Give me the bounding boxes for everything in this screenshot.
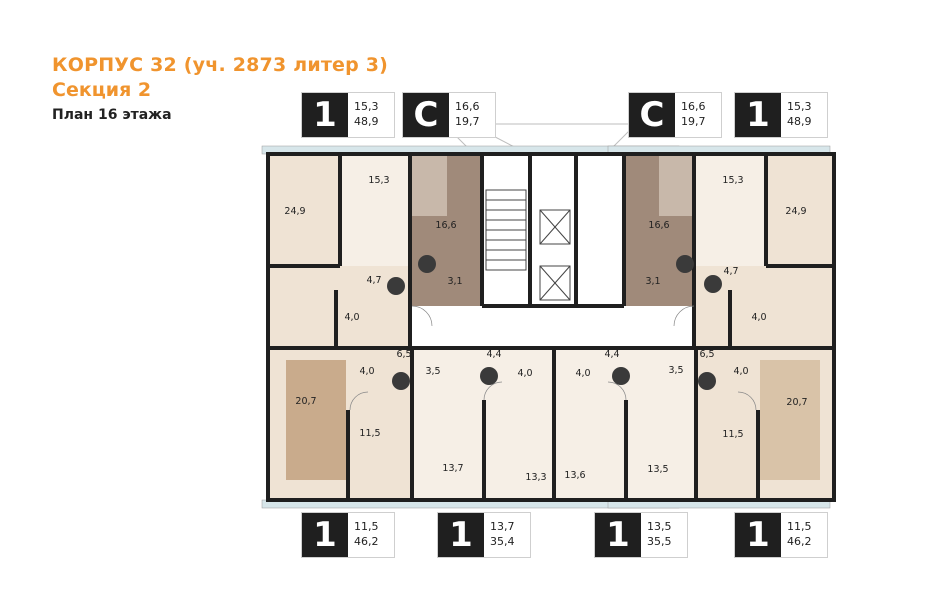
living-area: 13,7 xyxy=(490,520,515,533)
room-area: 11,5 xyxy=(359,428,380,439)
room-area: 11,5 xyxy=(722,429,743,440)
badge-values: 13,7 35,4 xyxy=(484,513,530,557)
living-area: 16,6 xyxy=(681,100,706,113)
room-area: 4,0 xyxy=(733,366,748,377)
living-area: 16,6 xyxy=(455,100,480,113)
badge-values: 11,5 46,2 xyxy=(781,513,827,557)
badge-values: 15,3 48,9 xyxy=(348,93,394,137)
room-area: 16,6 xyxy=(435,220,456,231)
apartment-badge-top-3[interactable]: С 16,6 19,7 xyxy=(628,92,722,138)
apartment-type: 1 xyxy=(302,513,348,557)
room-area: 24,9 xyxy=(284,206,305,217)
room-area: 3,1 xyxy=(645,276,660,287)
room-area: 3,5 xyxy=(425,366,440,377)
apartment-badge-bottom-4[interactable]: 1 11,5 46,2 xyxy=(734,512,828,558)
room-area: 16,6 xyxy=(648,220,669,231)
room-area: 4,0 xyxy=(751,312,766,323)
living-area: 11,5 xyxy=(787,520,812,533)
badge-values: 13,5 35,5 xyxy=(641,513,687,557)
total-area: 35,5 xyxy=(647,535,672,548)
room-area: 13,3 xyxy=(525,472,546,483)
apartment-badge-top-2[interactable]: С 16,6 19,7 xyxy=(402,92,496,138)
total-area: 19,7 xyxy=(455,115,480,128)
living-area: 15,3 xyxy=(787,100,812,113)
room-area: 4,7 xyxy=(723,266,738,277)
room-area: 3,5 xyxy=(668,365,683,376)
room-area: 24,9 xyxy=(785,206,806,217)
studio-top-right xyxy=(624,156,694,306)
room-area: 4,4 xyxy=(604,349,619,360)
risers xyxy=(387,255,722,390)
room-area: 6,5 xyxy=(699,349,714,360)
room-area: 15,3 xyxy=(722,175,743,186)
badge-values: 16,6 19,7 xyxy=(449,93,495,137)
room-area: 15,3 xyxy=(368,175,389,186)
apartment-badge-top-4[interactable]: 1 15,3 48,9 xyxy=(734,92,828,138)
room-area: 4,0 xyxy=(359,366,374,377)
total-area: 46,2 xyxy=(354,535,379,548)
room-area: 20,7 xyxy=(786,397,807,408)
studio-top-left xyxy=(412,156,482,306)
badge-values: 16,6 19,7 xyxy=(675,93,721,137)
room-area: 4,0 xyxy=(344,312,359,323)
apartment-type: 1 xyxy=(438,513,484,557)
room-area: 4,4 xyxy=(486,349,501,360)
room-area: 13,5 xyxy=(647,464,668,475)
room-area: 3,1 xyxy=(447,276,462,287)
apartment-badge-bottom-1[interactable]: 1 11,5 46,2 xyxy=(301,512,395,558)
room-labels: 24,9 15,3 4,7 4,0 16,6 3,1 16,6 3,1 15,3… xyxy=(284,175,807,483)
total-area: 48,9 xyxy=(787,115,812,128)
apartment-type: С xyxy=(629,93,675,137)
building-core xyxy=(482,156,624,306)
title-block: КОРПУС 32 (уч. 2873 литер 3) Секция 2 Пл… xyxy=(52,52,388,126)
apartment-type: С xyxy=(403,93,449,137)
apartment-badge-bottom-2[interactable]: 1 13,7 35,4 xyxy=(437,512,531,558)
badge-values: 15,3 48,9 xyxy=(781,93,827,137)
apartment-badge-top-1[interactable]: 1 15,3 48,9 xyxy=(301,92,395,138)
floor-plan-title: План 16 этажа xyxy=(52,107,172,123)
living-area: 11,5 xyxy=(354,520,379,533)
walls xyxy=(266,152,836,502)
apartment-type: 1 xyxy=(735,513,781,557)
total-area: 19,7 xyxy=(681,115,706,128)
apartment-type: 1 xyxy=(302,93,348,137)
apartment-type: 1 xyxy=(735,93,781,137)
room-area: 4,0 xyxy=(575,368,590,379)
room-area: 13,6 xyxy=(564,470,585,481)
room-area: 4,0 xyxy=(517,368,532,379)
apartment-bottom-right xyxy=(698,350,832,498)
doors xyxy=(349,305,757,411)
living-area: 15,3 xyxy=(354,100,379,113)
building-title: КОРПУС 32 (уч. 2873 литер 3) xyxy=(52,54,389,76)
apartment-badge-bottom-3[interactable]: 1 13,5 35,5 xyxy=(594,512,688,558)
room-area: 6,5 xyxy=(396,349,411,360)
total-area: 35,4 xyxy=(490,535,515,548)
apartment-bottom-left xyxy=(270,350,410,498)
total-area: 48,9 xyxy=(354,115,379,128)
total-area: 46,2 xyxy=(787,535,812,548)
room-area: 13,7 xyxy=(442,463,463,474)
living-area: 13,5 xyxy=(647,520,672,533)
section-title: Секция 2 xyxy=(52,79,152,101)
room-area: 20,7 xyxy=(295,396,316,407)
apartment-type: 1 xyxy=(595,513,641,557)
badge-values: 11,5 46,2 xyxy=(348,513,394,557)
room-area: 4,7 xyxy=(366,275,381,286)
